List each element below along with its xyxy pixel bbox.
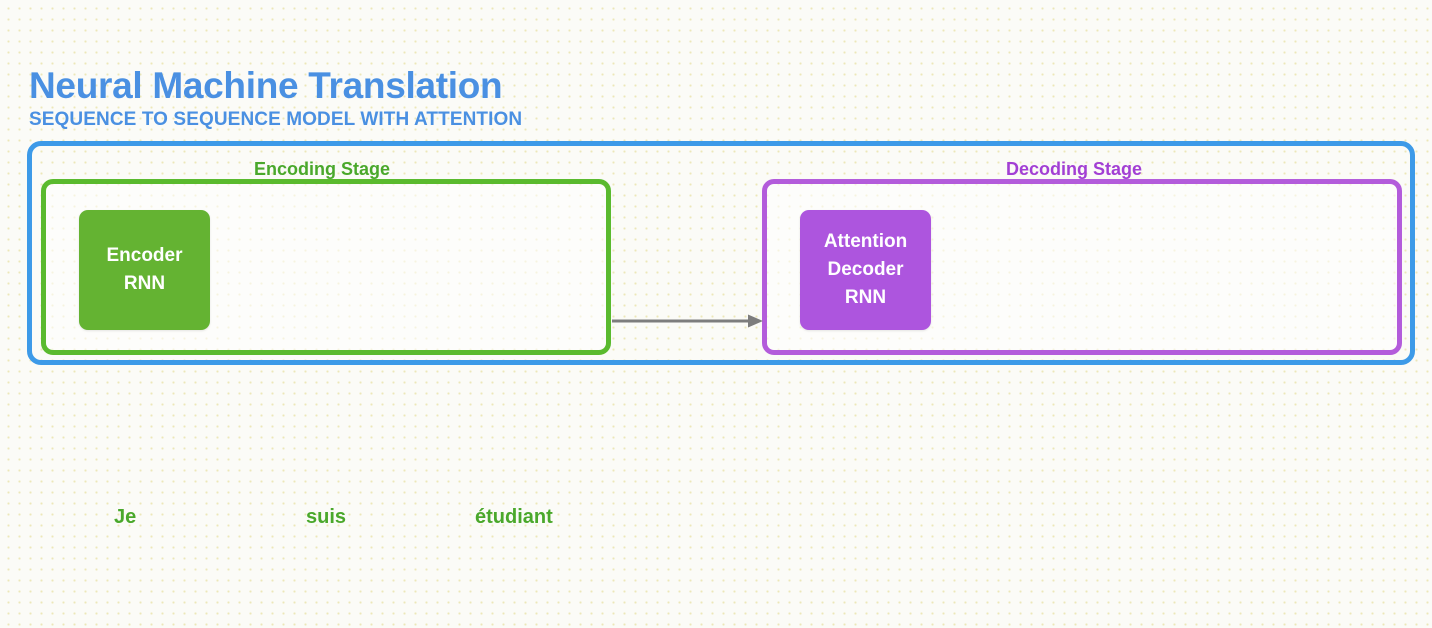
- decoding-stage-label: Decoding Stage: [1005, 159, 1143, 179]
- encoding-stage-panel: Encoder RNN: [41, 179, 611, 355]
- attention-decoder-rnn-label-line3: RNN: [844, 287, 887, 308]
- source-sentence: Je suis étudiant: [0, 503, 1432, 535]
- attention-decoder-rnn-label-line2: Decoder: [827, 259, 904, 280]
- attention-decoder-rnn-label-line1: Attention: [823, 231, 908, 252]
- encoder-rnn-label-line1: Encoder: [106, 245, 183, 266]
- source-word: suis: [306, 506, 347, 528]
- page-subtitle: SEQUENCE TO SEQUENCE MODEL WITH ATTENTIO…: [29, 109, 523, 130]
- header: Neural Machine Translation SEQUENCE TO S…: [29, 64, 929, 132]
- decoding-stage-panel: Attention Decoder RNN: [762, 179, 1402, 355]
- attention-decoder-rnn-block[interactable]: Attention Decoder RNN: [800, 210, 931, 330]
- source-word: étudiant: [475, 506, 553, 528]
- encoder-rnn-label-line2: RNN: [123, 273, 166, 294]
- encoder-rnn-block[interactable]: Encoder RNN: [79, 210, 210, 330]
- page-title: Neural Machine Translation: [29, 65, 503, 106]
- source-word: Je: [114, 506, 137, 528]
- encoding-stage-label: Encoding Stage: [253, 159, 390, 179]
- model-container: Encoding Stage Encoder RNN Decoding Stag…: [27, 141, 1415, 365]
- arrow-right-icon: [612, 314, 763, 328]
